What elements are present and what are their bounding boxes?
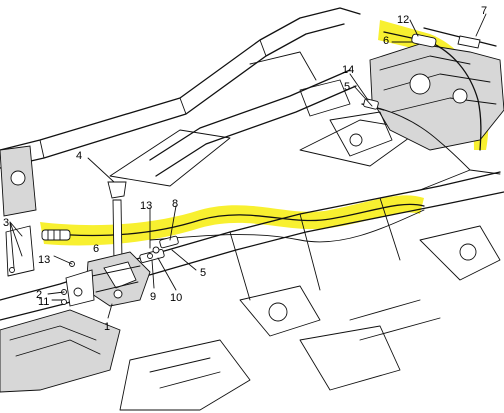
callout-3: 3: [3, 217, 9, 229]
shift-cable: [43, 31, 482, 243]
callout-6-lower: 6: [93, 243, 99, 255]
callout-8: 8: [172, 198, 178, 210]
callout-1: 1: [104, 321, 110, 333]
callout-10: 10: [170, 292, 182, 304]
callout-7: 7: [481, 5, 487, 17]
callout-13-upper: 13: [140, 200, 152, 212]
callout-4: 4: [76, 150, 82, 162]
callout-6-upper: 6: [383, 35, 389, 47]
shift-lever-assembly: [65, 181, 151, 307]
cable-end-rear: [411, 33, 437, 48]
transmission-assembly: [249, 43, 504, 157]
callout-2: 2: [36, 289, 42, 301]
shift-knob: [107, 181, 127, 199]
callout-12: 12: [397, 14, 409, 26]
chassis-frame: [0, 7, 504, 411]
callout-labels: 1 2 3 4 5 5 6 6 7 8 9 10 11 12 13 13 14: [3, 5, 487, 333]
callout-5-upper: 5: [344, 81, 350, 93]
callout-14: 14: [342, 64, 354, 76]
callout-13-lower: 13: [38, 254, 50, 266]
cable-end-front: [41, 229, 71, 241]
bracket-part-7: [423, 27, 497, 49]
cable-clip-9-10: [139, 235, 179, 263]
callout-11: 11: [38, 296, 49, 308]
callout-5-lower: 5: [200, 267, 206, 279]
leader-lines: [9, 13, 487, 319]
callout-9: 9: [150, 291, 156, 303]
